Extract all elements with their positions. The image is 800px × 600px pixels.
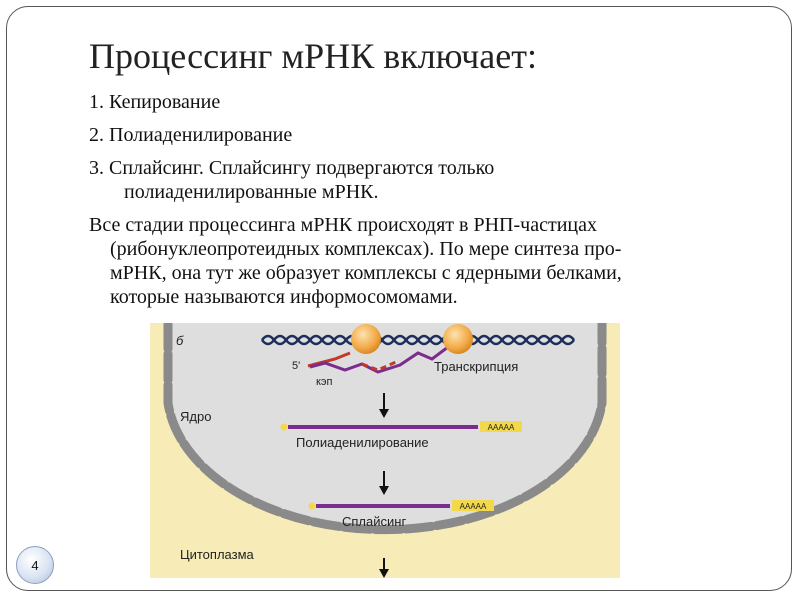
paragraph-line-3: мРНК, она тут же образует комплексы с яд… (110, 262, 622, 284)
polya-tail-label: AAAAA (488, 423, 515, 432)
list-item-capping: 1. Кепирование (89, 91, 221, 113)
rna-polymerase-2 (443, 324, 473, 354)
list-item-splicing: 3. Сплайсинг. Сплайсингу подвергаются то… (89, 157, 495, 179)
dna-helix (261, 334, 575, 346)
paragraph-line-1: Все стадии процессинга мРНК происходят в… (89, 214, 597, 236)
arrow-down-icon (379, 471, 389, 495)
cytoplasm-label: Цитоплазма (180, 547, 255, 562)
mrna-processing-figure: б 5' кэп Транскрипция Ядро AAAAA Полиаде… (150, 318, 620, 578)
rna-polymerase-1 (351, 324, 381, 354)
five-prime-label: 5' (292, 360, 300, 372)
list-item-splicing-cont: полиаденилированные мРНК. (124, 181, 379, 203)
panel-letter: б (176, 333, 184, 348)
nucleus-label: Ядро (180, 409, 211, 424)
transcription-label: Транскрипция (434, 359, 518, 374)
list-item-polyadenylation: 2. Полиаденилирование (89, 124, 293, 146)
paragraph-line-2: (рибонуклеопротеидных комплексах). По ме… (110, 238, 622, 260)
polya-tail-label: AAAAA (460, 502, 487, 511)
page-number-badge: 4 (16, 546, 54, 584)
paragraph-line-4: которые называются информосомомами. (110, 286, 458, 308)
polyadenylated-mrna: AAAAA (280, 421, 522, 432)
splicing-label: Сплайсинг (342, 514, 406, 529)
nuclear-membrane (163, 318, 607, 535)
mrna-processing-diagram: б 5' кэп Транскрипция Ядро AAAAA Полиаде… (150, 318, 620, 578)
arrow-down-icon (379, 393, 389, 418)
slide-title: Процессинг мРНК включает: (89, 36, 537, 76)
spliced-mrna: AAAAA (308, 500, 494, 511)
cap-label: кэп (316, 376, 333, 388)
nascent-mrna-strand (309, 345, 449, 374)
arrow-down-icon (379, 558, 389, 578)
polyadenylation-label: Полиаденилирование (296, 435, 429, 450)
